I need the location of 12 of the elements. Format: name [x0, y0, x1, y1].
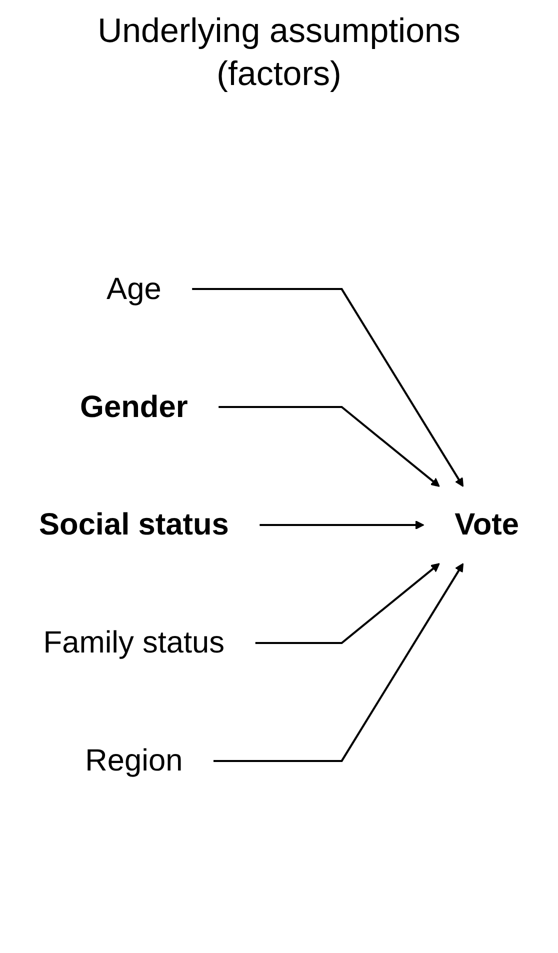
arrow: [192, 288, 464, 487]
node-text: Vote: [454, 508, 520, 542]
node-text: Social status: [38, 508, 229, 542]
diagram-title: Underlying assumptions (factors): [96, 11, 462, 94]
node-text: Region: [85, 744, 183, 778]
arrow: [260, 520, 424, 530]
arrow: [213, 563, 464, 762]
arrow: [255, 563, 440, 644]
node-text: Family status: [43, 626, 225, 660]
node-text: Age: [106, 272, 162, 306]
arrow: [218, 406, 440, 487]
node-text: Gender: [80, 390, 188, 424]
